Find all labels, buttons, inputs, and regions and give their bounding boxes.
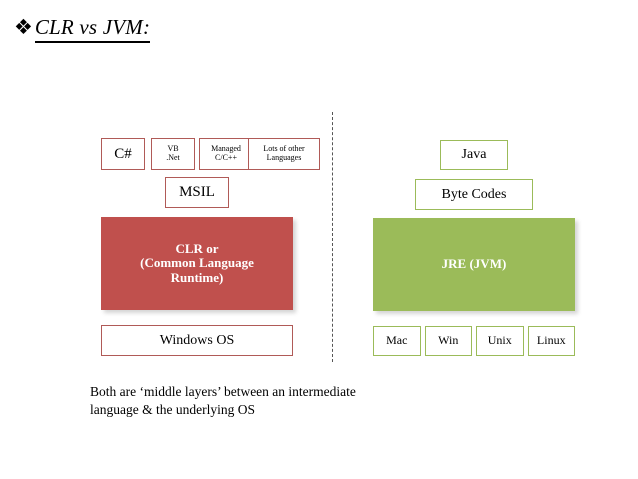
diagram-box-java: Java <box>440 140 508 170</box>
caption-line-2: language & the underlying OS <box>90 402 255 418</box>
diagram-box-os-mac: Mac <box>373 326 421 356</box>
java-os-row: Mac Win Unix Linux <box>373 326 575 356</box>
diagram-box-windows-os: Windows OS <box>101 325 293 356</box>
diagram-box-jre-jvm: JRE (JVM) <box>373 218 575 311</box>
diagram-box-csharp: C# <box>101 138 145 170</box>
diagram-box-os-unix: Unix <box>476 326 524 356</box>
diamond-bullet-icon: ❖ <box>14 15 33 39</box>
diagram-box-os-win: Win <box>424 326 472 356</box>
page-title-text: CLR vs JVM: <box>34 15 151 43</box>
vertical-dashed-divider <box>332 112 333 362</box>
diagram-box-msil: MSIL <box>165 177 229 208</box>
diagram-box-byte-codes: Byte Codes <box>415 179 533 210</box>
page-title: ❖ CLR vs JVM: <box>14 15 151 43</box>
diagram-box-os-linux: Linux <box>527 326 575 356</box>
slide-caption: Both are ‘middle layers’ between an inte… <box>90 383 440 419</box>
caption-line-1: Both are ‘middle layers’ between an inte… <box>90 384 356 399</box>
diagram-box-vbnet: VB.Net <box>151 138 195 170</box>
